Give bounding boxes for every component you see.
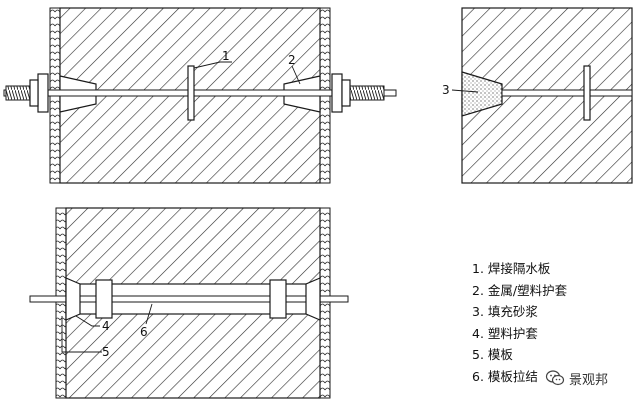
detail-top-left: 1 2 [3,7,397,184]
end-cone-right [305,277,321,321]
detail-bottom-left: 4 5 6 [29,207,349,399]
legend-item-6: 6. 模板拉结 [472,368,538,384]
leader-2 [291,65,301,85]
leader-3 [451,89,479,93]
mortar-fill [461,71,503,117]
watermark-text: 景观邦 [569,372,609,388]
wechat-icon [545,370,565,386]
callout-2: 2 [288,53,296,67]
legend-item-2: 2. 金属/塑料护套 [472,282,568,298]
leader-6 [145,303,153,325]
thread-right [349,85,385,101]
callout-1: 1 [222,49,230,63]
tie-rod [3,89,397,97]
callout-6: 6 [140,325,148,339]
callout-5: 5 [102,345,110,359]
legend-item-4: 4. 塑料护套 [472,325,538,341]
end-cone-left [65,277,81,321]
legend-item-5: 5. 模板 [472,347,513,362]
washer-right [331,73,343,113]
sleeve-collar-right [269,279,287,319]
leader-5 [61,316,102,353]
tie-rod-stub [501,89,633,97]
legend: 1. 焊接隔水板 2. 金属/塑料护套 3. 填充砂浆 4. 塑料护套 5. 模… [472,258,640,387]
legend-item-1: 1. 焊接隔水板 [472,261,551,276]
nut-left [29,79,39,107]
leader-4 [75,315,100,327]
detail-top-right: 3 [442,7,633,184]
callout-3: 3 [442,83,450,97]
legend-item-3: 3. 填充砂浆 [472,304,538,319]
sleeve-collar-left [95,279,113,319]
waterstop-plate [187,65,195,121]
leader-1 [193,61,232,69]
watermark: 景观邦 [545,367,608,389]
washer-left [37,73,49,113]
callout-4: 4 [102,319,110,333]
formwork-left-bottom [55,207,67,399]
nut-right [341,79,351,107]
waterstop-plate-right [583,65,591,121]
formwork-right-bottom [319,207,331,399]
